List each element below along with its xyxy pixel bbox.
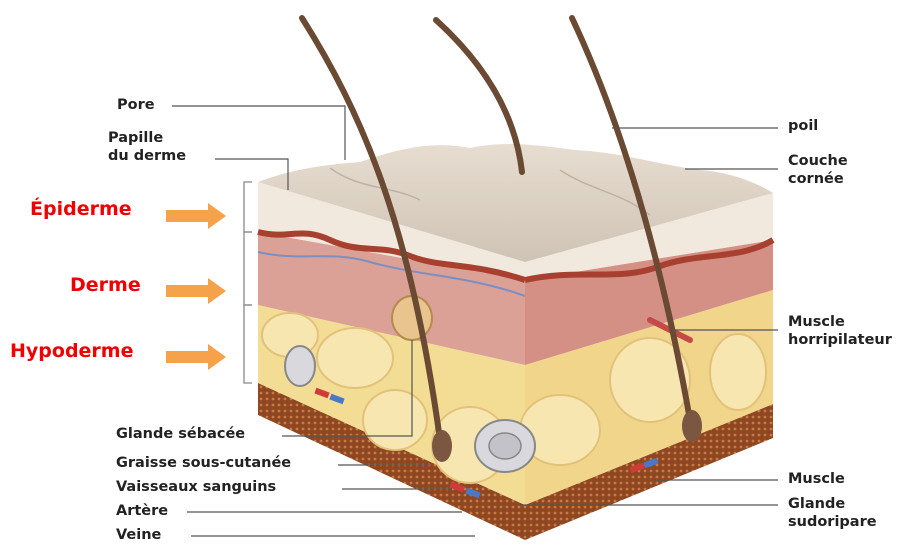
label-poil: poil	[788, 118, 818, 135]
label-pore: Pore	[117, 97, 155, 114]
label-graisse: Graisse sous-cutanée	[116, 455, 291, 472]
label-papille-line1: Papille	[108, 130, 163, 147]
label-papille-line2: du derme	[108, 148, 186, 165]
arrow-hypodermis	[166, 344, 226, 370]
label-muscle-h-line2: horripilateur	[788, 332, 892, 349]
layer-brackets	[244, 182, 252, 383]
arrow-dermis	[166, 278, 226, 304]
label-artere: Artère	[116, 503, 168, 520]
label-dermis: Derme	[70, 274, 141, 296]
label-veine: Veine	[116, 527, 161, 544]
label-glande-sebacee: Glande sébacée	[116, 426, 245, 443]
label-muscle-h-line1: Muscle	[788, 314, 845, 331]
label-epidermis: Épiderme	[30, 198, 132, 220]
label-couche-line2: cornée	[788, 171, 844, 188]
label-muscle: Muscle	[788, 471, 845, 488]
label-vaisseaux: Vaisseaux sanguins	[116, 479, 276, 496]
label-couche-line1: Couche	[788, 153, 848, 170]
label-glande-sud-line2: sudoripare	[788, 514, 877, 531]
label-glande-sud-line1: Glande	[788, 496, 845, 513]
arrow-epidermis	[166, 203, 226, 229]
label-hypodermis: Hypoderme	[10, 340, 133, 362]
sebaceous-gland	[392, 296, 432, 340]
layer-arrows	[166, 203, 226, 370]
